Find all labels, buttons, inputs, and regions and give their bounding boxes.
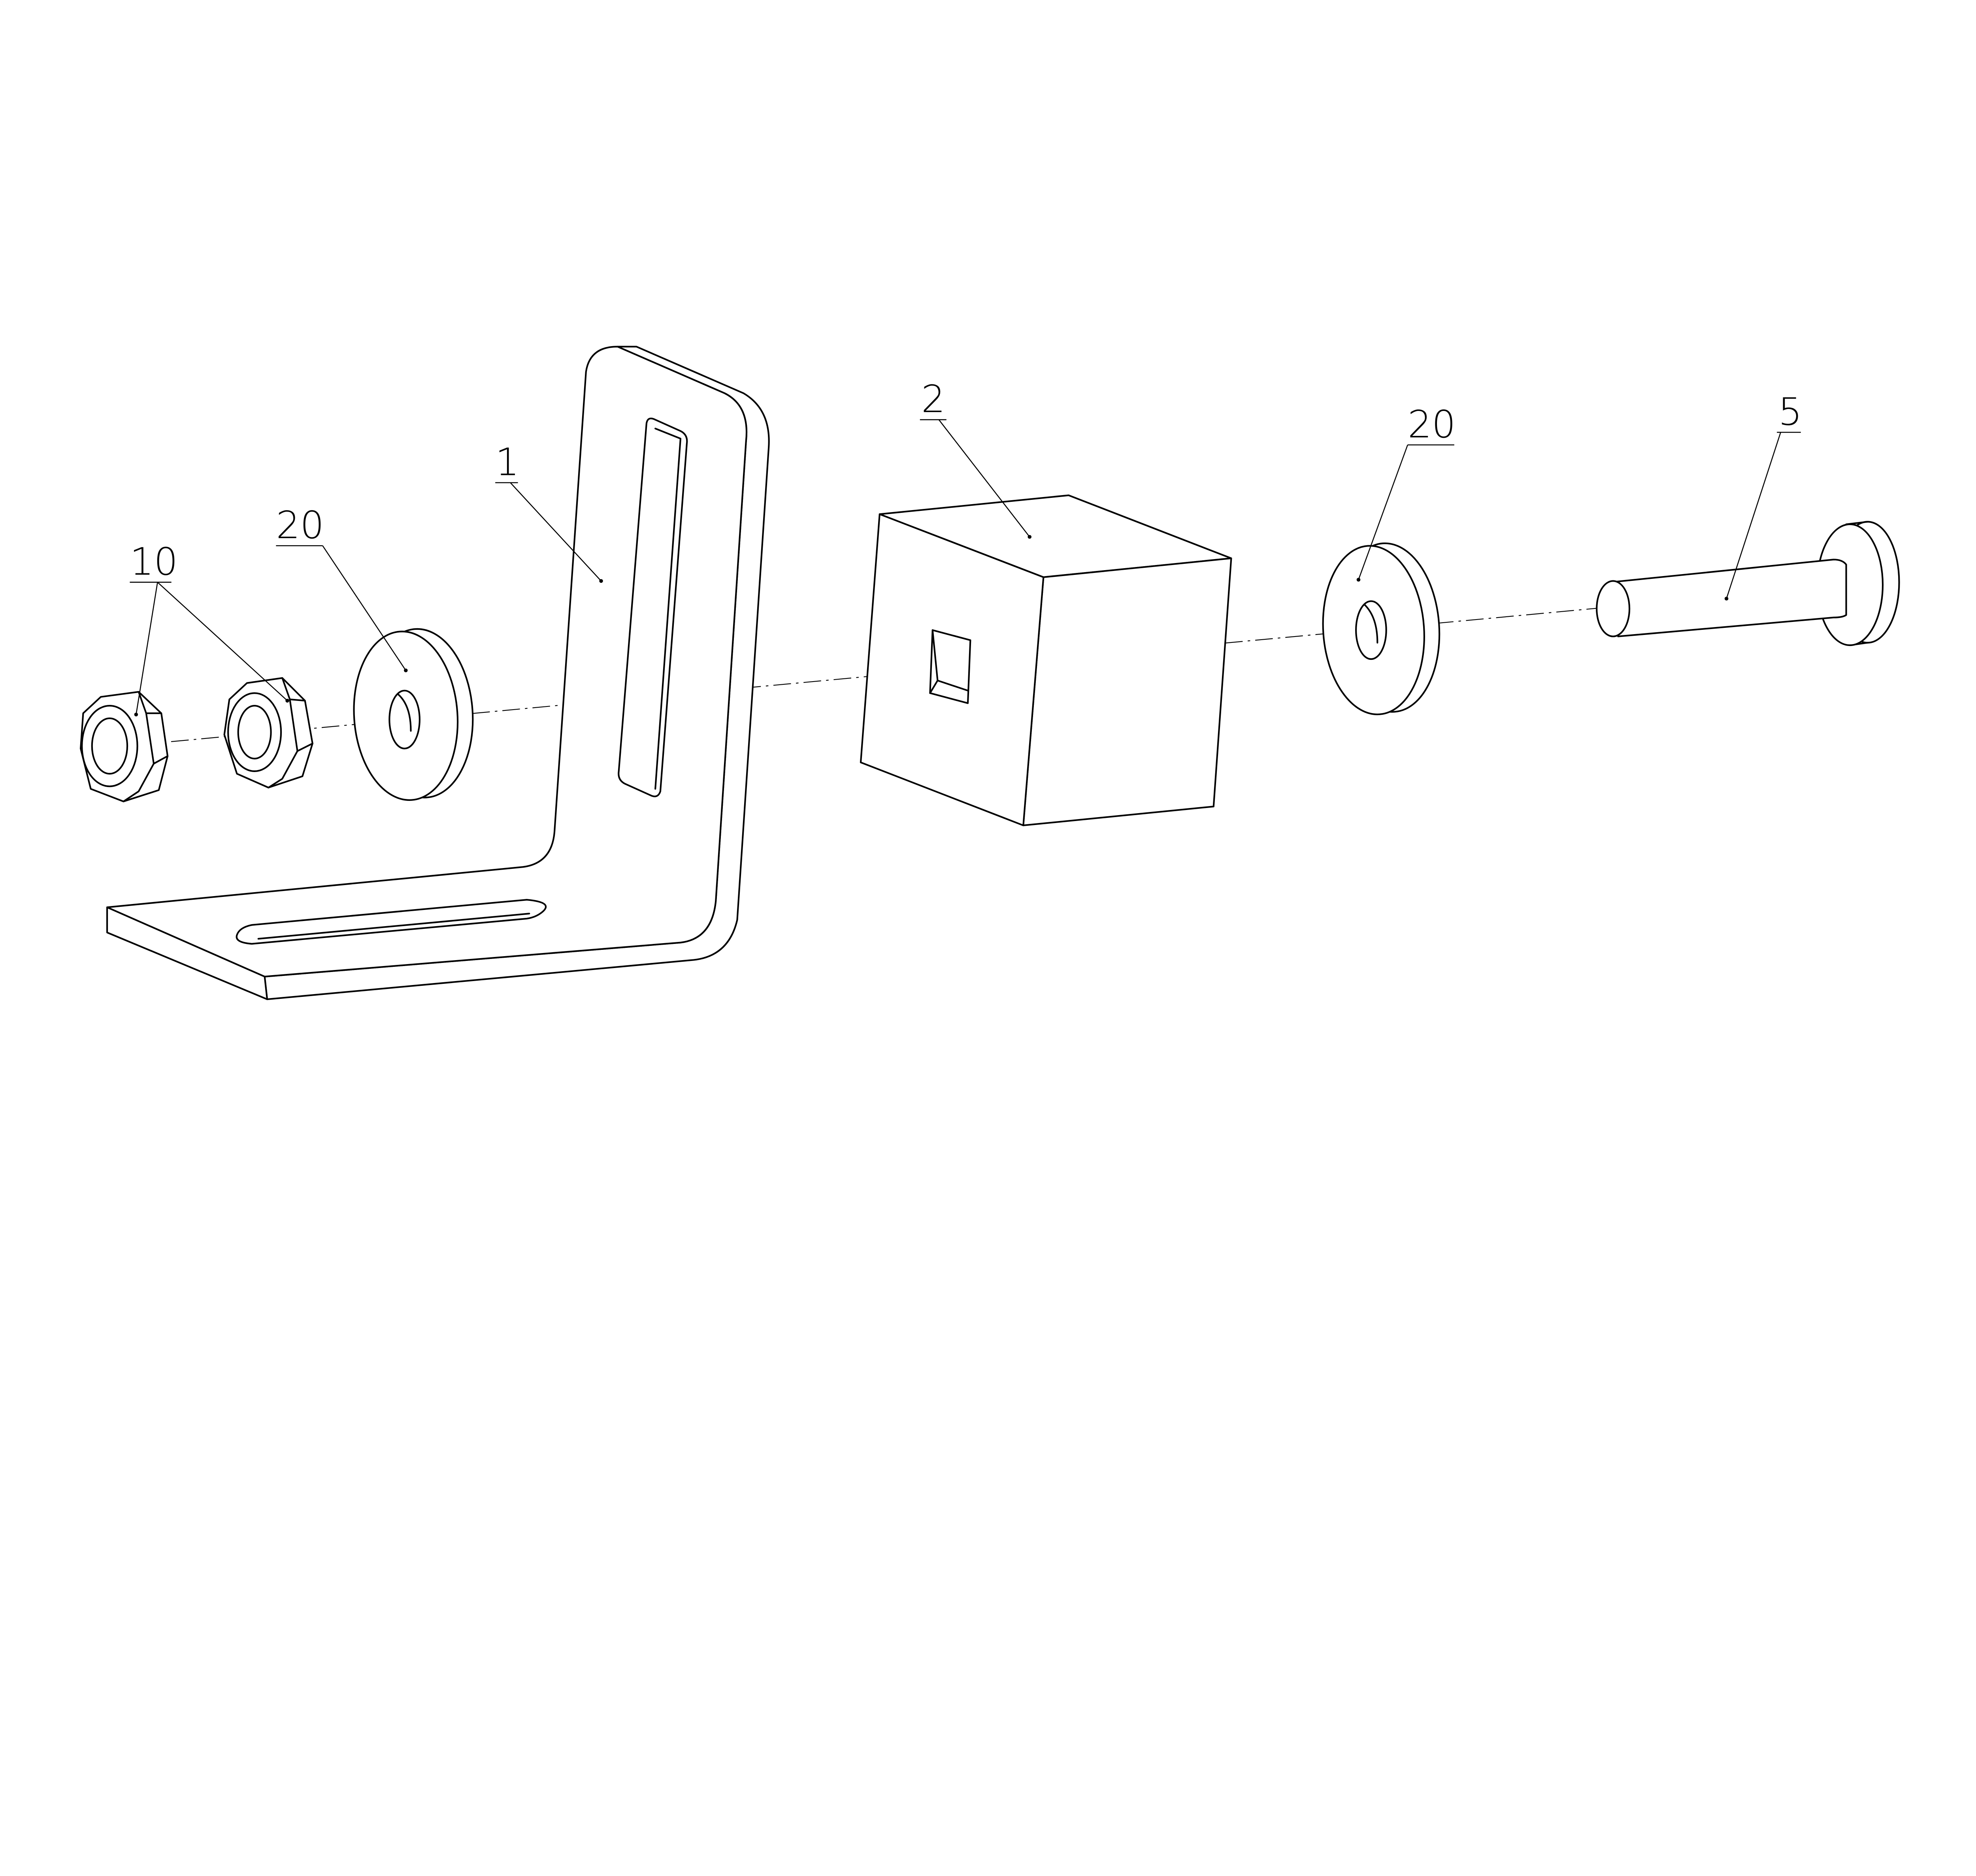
pin-part-5 xyxy=(1596,521,1900,646)
nut-1-part-10 xyxy=(80,691,169,802)
drawing-frame: 10 20 1 2 20 5 xyxy=(80,346,1900,1000)
label-2: 2 xyxy=(920,377,1032,539)
label-20-right: 20 xyxy=(1356,402,1456,582)
label-10: 10 xyxy=(130,539,289,717)
bracket-part-1 xyxy=(106,346,770,1000)
label-20-left-text: 20 xyxy=(276,503,324,547)
label-20-right-text: 20 xyxy=(1408,402,1456,446)
label-5-text: 5 xyxy=(1778,390,1802,434)
exploded-assembly-drawing: 10 20 1 2 20 5 xyxy=(80,346,1900,1000)
label-5: 5 xyxy=(1724,390,1802,601)
label-10-text: 10 xyxy=(130,539,178,584)
block-part-2 xyxy=(860,494,1232,827)
nut-2-part-10 xyxy=(223,677,313,789)
washer-left-part-20 xyxy=(353,628,474,801)
label-20-left: 20 xyxy=(276,503,408,672)
label-1-text: 1 xyxy=(495,440,519,484)
label-1: 1 xyxy=(495,440,603,583)
washer-right-part-20 xyxy=(1322,542,1441,716)
label-2-text: 2 xyxy=(921,377,945,421)
